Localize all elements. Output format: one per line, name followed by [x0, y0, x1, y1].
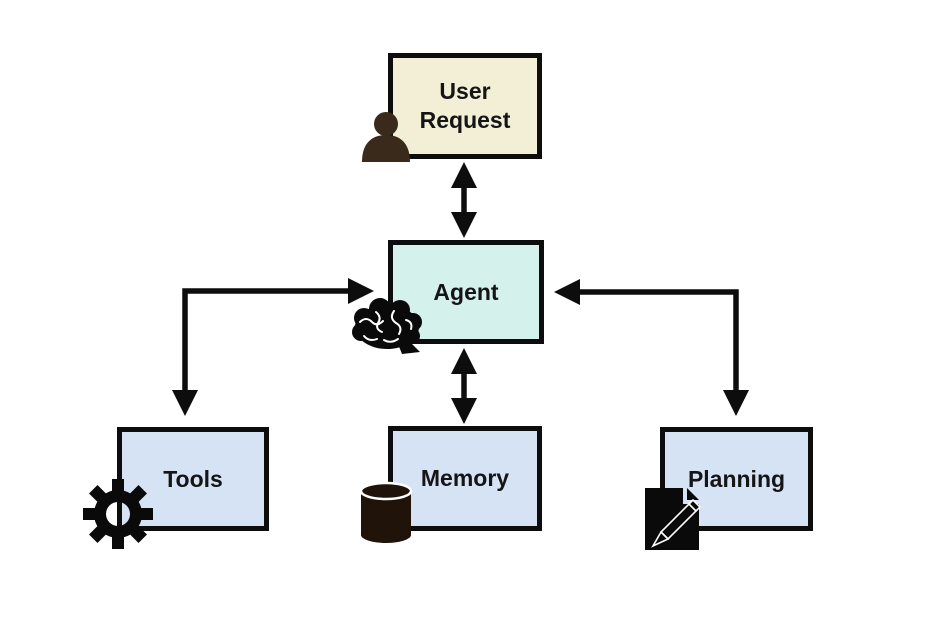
edge-agent-tools [172, 278, 374, 416]
node-agent-label: Agent [433, 278, 499, 305]
node-agent: Agent [388, 240, 544, 344]
edge-agent-planning [554, 279, 749, 416]
node-memory-label: Memory [420, 465, 510, 492]
node-tools-label: Tools [163, 465, 223, 492]
node-memory: Memory [388, 426, 542, 531]
node-user-request-label: User Request [419, 78, 511, 133]
edge-agent-memory [451, 348, 477, 424]
node-tools: Tools [117, 427, 269, 531]
node-planning: Planning [660, 427, 813, 531]
node-planning-label: Planning [687, 465, 786, 492]
node-user-request: User Request [388, 53, 542, 159]
edge-user-request-agent [451, 162, 477, 238]
